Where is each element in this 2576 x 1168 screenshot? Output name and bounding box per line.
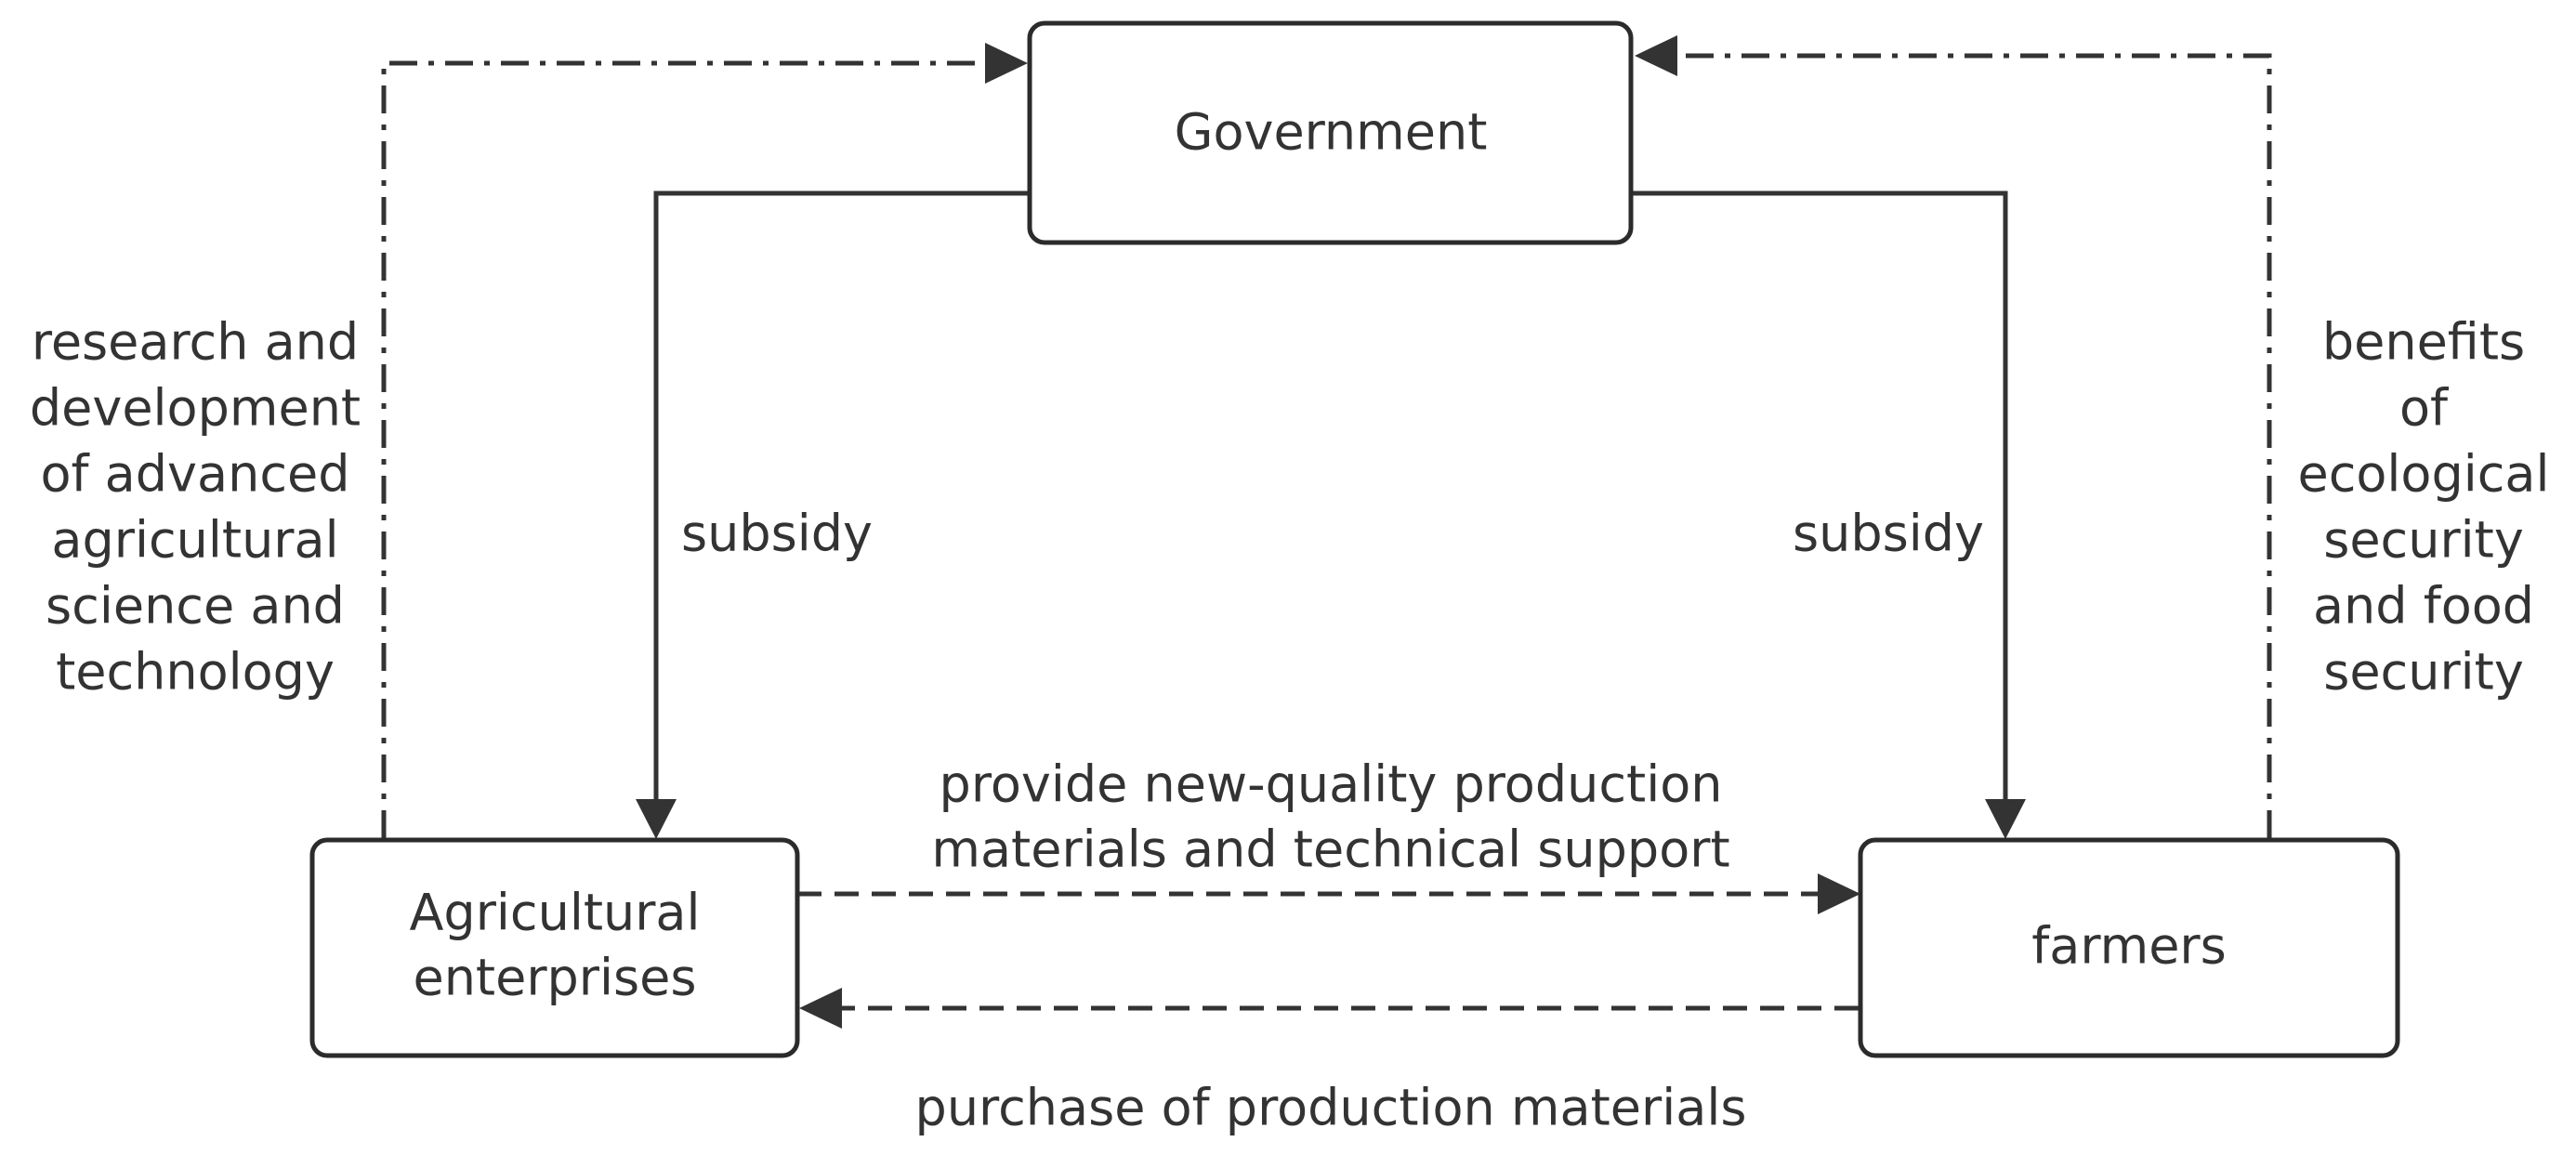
subsidy-connector-right: [1631, 190, 2008, 801]
enterprises-label-line-2: enterprises: [413, 949, 696, 1007]
subsidy-arrowhead-right: [1985, 799, 2026, 839]
research-label-line-2: development: [30, 379, 361, 438]
subsidy-arrowhead-left: [636, 799, 677, 839]
purchase-arrowhead: [799, 988, 842, 1029]
research-label: research and development of advanced agr…: [30, 313, 361, 702]
benefits-label-line-3: ecological: [2297, 445, 2549, 504]
benefits-label-line-5: and food: [2313, 577, 2534, 636]
benefits-connector: [1676, 53, 2272, 838]
subsidy-label-left: subsidy: [681, 505, 873, 563]
benefits-label-line-1: benefits: [2322, 313, 2525, 372]
research-label-line-5: science and: [46, 577, 345, 636]
research-label-line-4: agricultural: [51, 511, 338, 570]
research-label-line-3: of advanced: [40, 445, 349, 504]
farmers-label: farmers: [2031, 917, 2227, 976]
government-node: Government: [1027, 20, 1634, 245]
farmers-node: farmers: [1858, 837, 2400, 1058]
research-label-line-1: research and: [32, 313, 359, 372]
research-label-line-6: technology: [56, 643, 335, 702]
enterprises-label-line-1: Agricultural: [409, 884, 700, 942]
benefits-arrowhead: [1635, 35, 1677, 76]
purchase-label: purchase of production materials: [915, 1079, 1747, 1137]
benefits-label: benefits of ecological security and food…: [2297, 313, 2549, 702]
research-connector: [381, 60, 987, 838]
research-arrowhead: [985, 43, 1028, 84]
provide-label-line-2: materials and technical support: [931, 820, 1729, 879]
benefits-label-line-6: security: [2323, 643, 2524, 702]
provide-label-line-1: provide new-quality production: [940, 755, 1723, 814]
subsidy-connector-left: [653, 190, 1030, 801]
subsidy-label-right: subsidy: [1793, 505, 1984, 563]
enterprises-node: Agricultural enterprises: [309, 837, 800, 1058]
benefits-label-line-4: security: [2323, 511, 2524, 570]
provide-arrowhead: [1818, 873, 1860, 914]
benefits-label-line-2: of: [2399, 379, 2450, 438]
government-label: Government: [1175, 103, 1488, 162]
